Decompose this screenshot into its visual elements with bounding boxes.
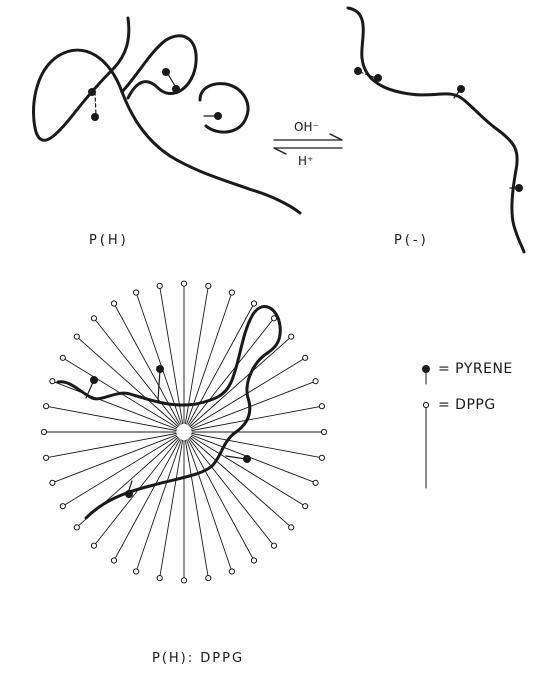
pyrene-tether	[95, 92, 96, 116]
dppg-tail	[192, 382, 314, 429]
dppg-head	[303, 355, 308, 360]
dppg-head	[111, 558, 116, 563]
pyrene-dot	[457, 85, 465, 93]
dppg-head	[60, 504, 65, 509]
dppg-head	[181, 578, 186, 583]
pyrene-dot	[88, 88, 96, 96]
dppg-head	[319, 404, 324, 409]
dppg-head	[91, 543, 96, 548]
label-protonated-polymer: P(H)	[89, 233, 129, 248]
dppg-head	[157, 576, 162, 581]
dppg-head	[157, 283, 162, 288]
dppg-head	[50, 480, 55, 485]
dppg-head	[50, 379, 55, 384]
dppg-head	[319, 455, 324, 460]
label-ionized-polymer: P(-)	[394, 233, 429, 248]
dppg-head	[41, 429, 46, 434]
dppg-head	[206, 283, 211, 288]
dppg-head	[74, 525, 79, 530]
dppg-head	[74, 334, 79, 339]
dppg-head	[134, 569, 139, 574]
dppg-tail	[137, 440, 181, 569]
pyrene-tether	[226, 456, 246, 459]
legend-dppg-icon	[423, 402, 428, 407]
dppg-tail	[160, 440, 183, 575]
dppg-head	[321, 429, 326, 434]
dppg-micelle	[41, 281, 326, 583]
dppg-tail	[189, 320, 272, 425]
reaction-reverse-label: H⁺	[298, 154, 313, 168]
extended-polymer-chain	[348, 8, 524, 252]
dppg-head	[289, 525, 294, 530]
dppg-tail	[49, 434, 176, 458]
dppg-head	[44, 455, 49, 460]
pyrene-dot	[125, 490, 133, 498]
pyrene-dot	[162, 68, 170, 76]
dppg-head	[229, 569, 234, 574]
legend-pyrene-label: = PYRENE	[438, 361, 513, 377]
legend-pyrene-icon	[422, 365, 430, 373]
dppg-head	[91, 316, 96, 321]
dppg-tail	[49, 407, 176, 431]
dppg-head	[289, 334, 294, 339]
pyrene-tether	[168, 74, 175, 86]
dppg-head	[251, 558, 256, 563]
dppg-tail	[187, 440, 231, 569]
dppg-head	[60, 355, 65, 360]
dppg-tail	[115, 439, 180, 558]
dppg-tail	[185, 440, 208, 575]
pyrene-dot	[515, 184, 523, 192]
dppg-tail	[192, 407, 319, 431]
pyrene-dot	[156, 365, 164, 373]
dppg-head	[313, 379, 318, 384]
pyrene-dot	[243, 455, 251, 463]
dppg-tail	[55, 435, 177, 482]
pyrene-dot	[214, 112, 222, 120]
reverse-arrow-head	[274, 148, 286, 154]
dppg-head	[229, 290, 234, 295]
pyrene-dot	[374, 74, 382, 82]
dppg-tail	[190, 438, 289, 526]
dppg-head	[181, 281, 186, 286]
dppg-head	[303, 504, 308, 509]
forward-arrow-head	[330, 134, 342, 140]
dppg-tail	[188, 439, 253, 558]
dppg-tail	[192, 434, 319, 458]
legend-symbols	[422, 365, 430, 488]
wrapped-polymer-chain	[58, 307, 280, 518]
dppg-tail	[115, 306, 180, 425]
coiled-polymer-chain	[34, 18, 300, 213]
legend-dppg-label: = DPPG	[438, 397, 496, 413]
dppg-tail	[189, 439, 272, 544]
dppg-tail	[188, 306, 253, 425]
dppg-head	[111, 301, 116, 306]
pyrene-dot	[354, 67, 362, 75]
dppg-head	[251, 301, 256, 306]
pyrene-dot	[91, 113, 99, 121]
pyrene-dot	[90, 376, 98, 384]
reaction-forward-label: OH⁻	[294, 120, 319, 134]
dppg-head	[271, 543, 276, 548]
label-complex: P(H): DPPG	[152, 651, 244, 666]
dppg-tail	[96, 320, 179, 425]
dppg-head	[134, 290, 139, 295]
dppg-head	[44, 404, 49, 409]
equilibrium-arrows	[274, 134, 342, 154]
dppg-head	[206, 576, 211, 581]
dppg-head	[313, 480, 318, 485]
pyrene-dot	[172, 85, 180, 93]
dppg-tail	[192, 435, 314, 482]
